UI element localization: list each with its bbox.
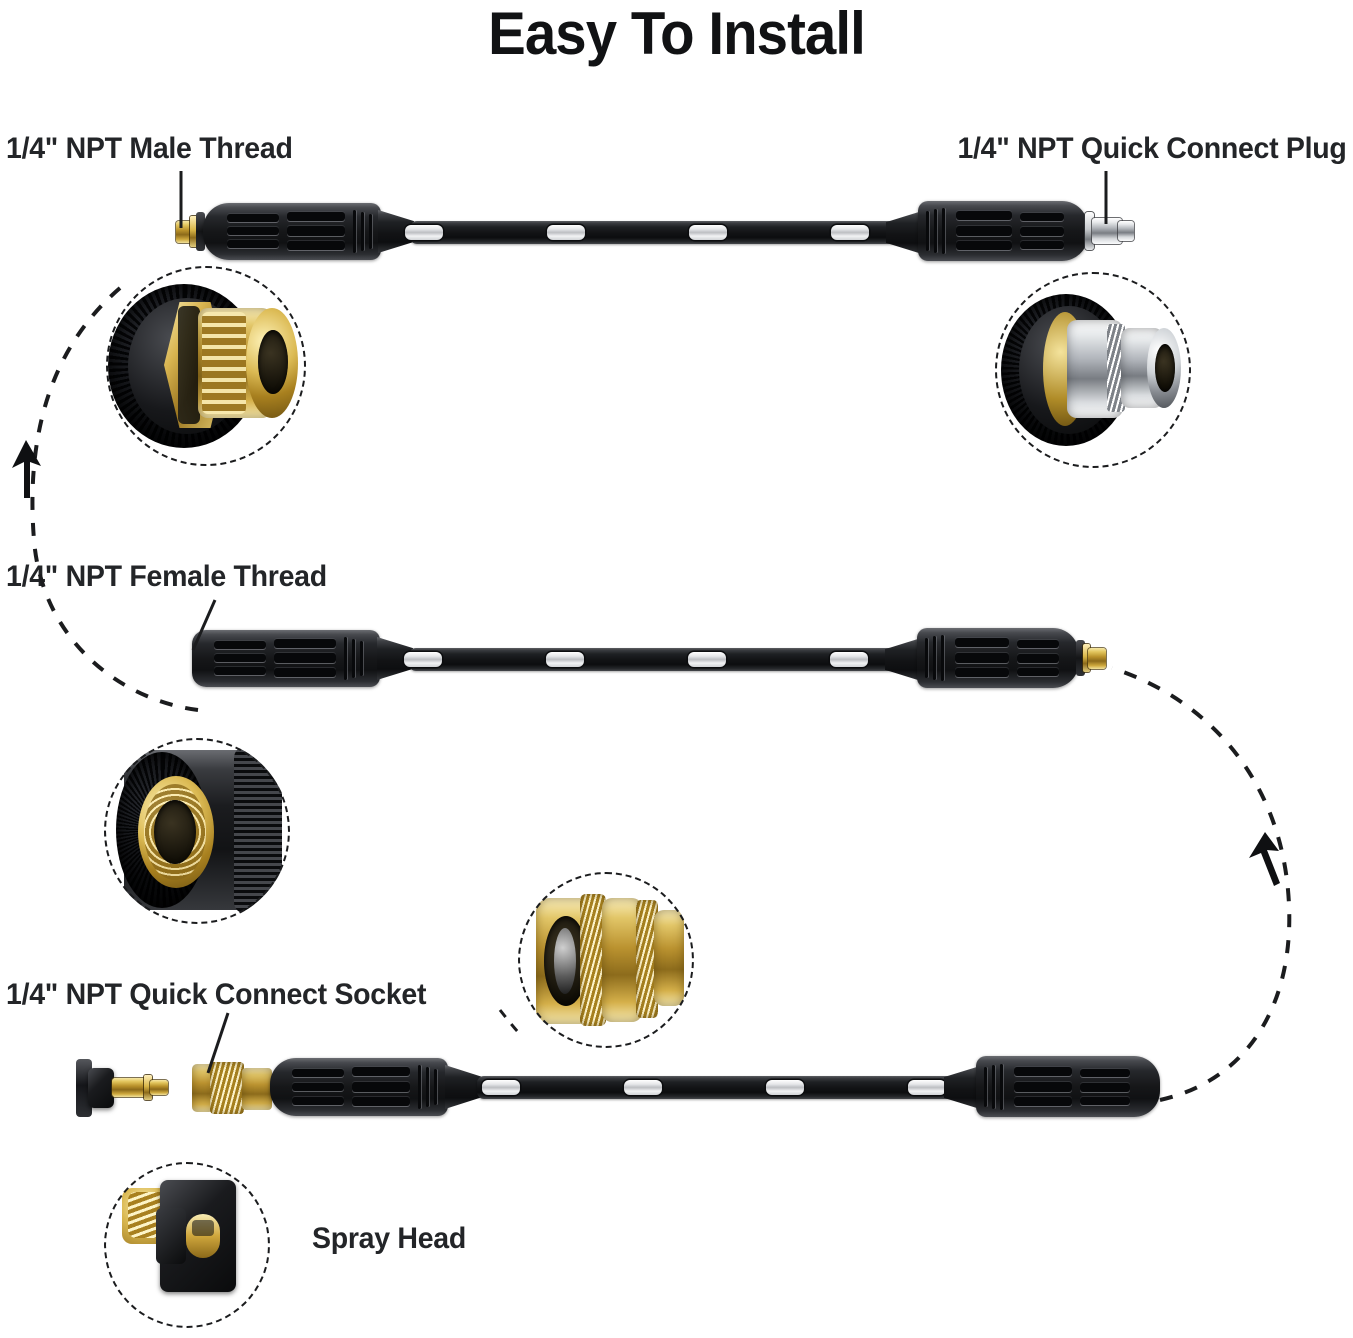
callout-spray-head <box>104 1162 270 1328</box>
callout-female-thread <box>104 738 290 924</box>
callout-ring <box>104 738 290 924</box>
label-male-thread: 1/4" NPT Male Thread <box>6 132 293 165</box>
shaft-marker <box>405 225 443 240</box>
callout-male-thread <box>106 266 306 466</box>
shaft-marker <box>404 652 442 667</box>
grip-top-right <box>918 201 1088 261</box>
connector-socket-callout <box>498 1009 522 1036</box>
grip-mid-left <box>192 630 380 687</box>
shaft-marker <box>624 1080 662 1095</box>
arrow-left-head <box>12 440 41 498</box>
shaft-marker <box>766 1080 804 1095</box>
brass-male-tip-mid <box>1088 648 1106 669</box>
page-title: Easy To Install <box>488 0 866 67</box>
callout-quick-connect-plug <box>995 272 1191 468</box>
grip-fins-mid-right <box>917 628 1079 688</box>
grip-fins-mid-left <box>192 630 380 687</box>
leader-female-thread <box>191 599 217 651</box>
grip-vents-bot-right <box>976 1056 1160 1117</box>
spray-head-brass-nose <box>150 1080 168 1095</box>
grip-mid-right <box>917 628 1079 688</box>
qc-socket-face <box>192 1064 214 1112</box>
shaft-marker <box>688 652 726 667</box>
callout-ring <box>104 1162 270 1328</box>
spray-head-body-small <box>88 1068 114 1108</box>
callout-quick-connect-socket <box>518 872 694 1048</box>
grip-bot-left <box>270 1058 448 1116</box>
grip-vents-mid-right <box>917 628 1079 688</box>
label-quick-connect-plug: 1/4" NPT Quick Connect Plug <box>957 132 1347 165</box>
label-spray-head: Spray Head <box>312 1222 466 1255</box>
grip-vents-top-right <box>918 201 1088 261</box>
collar-top-left <box>196 212 205 251</box>
arrow-right-head <box>1249 832 1280 886</box>
shaft-marker <box>831 225 869 240</box>
chrome-plug-nose-top <box>1118 221 1134 241</box>
brass-ring-top <box>190 216 198 247</box>
flow-curve-right <box>1111 666 1292 1102</box>
qc-socket-barrel <box>242 1068 272 1110</box>
shaft-marker <box>547 225 585 240</box>
grip-top-left <box>203 203 381 260</box>
callout-ring <box>995 272 1191 468</box>
grip-vents-top-left <box>203 203 381 260</box>
spray-head-brass-plug <box>112 1078 146 1097</box>
spray-head-brass-ring <box>144 1075 152 1100</box>
grip-vents-mid-left <box>192 630 380 687</box>
chrome-collar-top <box>1085 212 1094 250</box>
brass-ring-mid <box>1083 644 1090 672</box>
shaft-marker <box>546 652 584 667</box>
grip-fins-top-left <box>203 203 381 260</box>
shaft-marker <box>482 1080 520 1095</box>
leader-quick-connect-socket <box>206 1012 230 1074</box>
shaft-marker <box>830 652 868 667</box>
qc-socket-knurl <box>210 1062 244 1114</box>
shaft-top <box>410 221 910 244</box>
shaft-middle <box>409 648 909 671</box>
shaft-marker <box>689 225 727 240</box>
shaft-marker <box>908 1080 946 1095</box>
grip-vents-bot-left <box>270 1058 448 1116</box>
flow-curve-left <box>30 286 199 712</box>
grip-bot-right <box>976 1056 1160 1117</box>
grip-fins-bot-right <box>976 1056 1160 1117</box>
grip-fins-bot-left <box>270 1058 448 1116</box>
collar-mid-right <box>1076 640 1085 676</box>
shaft-bottom <box>477 1076 967 1099</box>
callout-ring <box>518 872 694 1048</box>
grip-fins-top-right <box>918 201 1088 261</box>
label-female-thread: 1/4" NPT Female Thread <box>6 560 327 593</box>
callout-ring <box>106 266 306 466</box>
label-quick-connect-socket: 1/4" NPT Quick Connect Socket <box>6 978 427 1011</box>
